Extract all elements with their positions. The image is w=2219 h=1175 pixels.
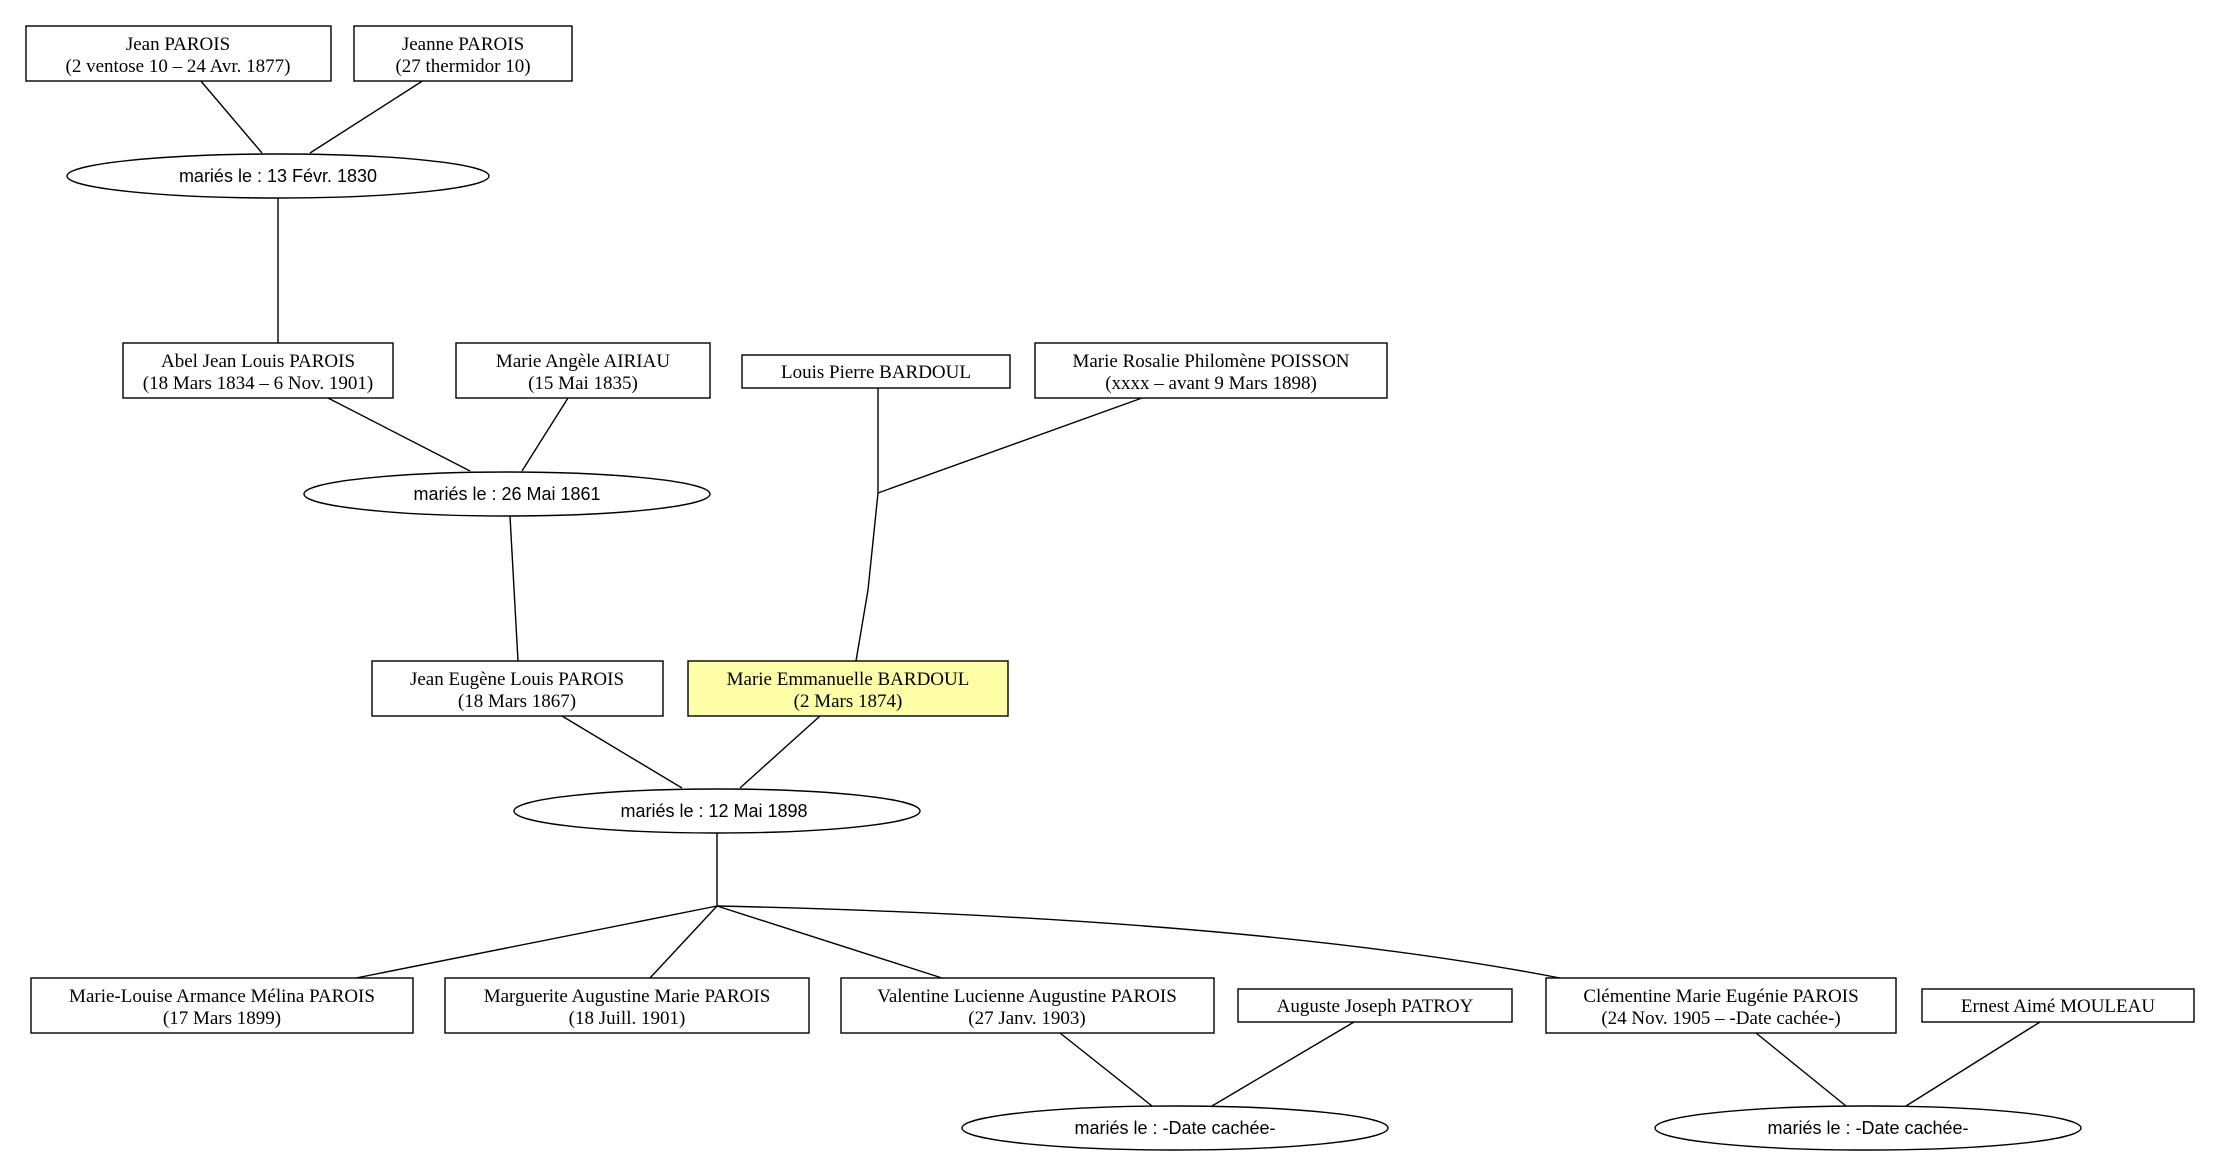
union-1861[interactable]: mariés le : 26 Mai 1861 bbox=[303, 471, 711, 517]
union-label: mariés le : -Date cachée- bbox=[1074, 1118, 1275, 1138]
person-box bbox=[122, 342, 394, 399]
person-dates: (24 Nov. 1905 – -Date cachée-) bbox=[1601, 1008, 1840, 1029]
person-name: Ernest Aimé MOULEAU bbox=[1961, 996, 2155, 1017]
person-jeanne-parois[interactable]: Jeanne PAROIS (27 thermidor 10) bbox=[353, 25, 573, 82]
edge-junction-to-valentine-parois bbox=[716, 905, 943, 979]
person-box bbox=[1545, 977, 1897, 1034]
person-name: Jeanne PAROIS bbox=[402, 34, 524, 55]
person-dates: (2 Mars 1874) bbox=[794, 691, 903, 712]
person-name: Marie-Louise Armance Mélina PAROIS bbox=[69, 986, 375, 1007]
person-dates: (18 Juill. 1901) bbox=[569, 1008, 686, 1029]
person-box bbox=[1921, 988, 2195, 1023]
person-marguerite-parois[interactable]: Marguerite Augustine Marie PAROIS (18 Ju… bbox=[444, 977, 810, 1034]
person-jean-parois[interactable]: Jean PAROIS (2 ventose 10 – 24 Avr. 1877… bbox=[25, 25, 332, 82]
edge-clementine-parois-to-union bbox=[1755, 1032, 1847, 1107]
person-dates: (18 Mars 1834 – 6 Nov. 1901) bbox=[143, 373, 373, 394]
edge-jean-eugene-parois-to-union-1898 bbox=[561, 715, 683, 789]
person-dates: (27 Janv. 1903) bbox=[968, 1008, 1086, 1029]
person-name: Marie Emmanuelle BARDOUL bbox=[727, 669, 970, 690]
person-auguste-patroy[interactable]: Auguste Joseph PATROY bbox=[1237, 988, 1513, 1023]
person-box bbox=[1034, 342, 1388, 399]
person-box bbox=[455, 342, 711, 399]
edge-union-1861-to-jean-eugene-parois bbox=[509, 515, 519, 662]
person-name: Abel Jean Louis PAROIS bbox=[161, 351, 355, 372]
person-abel-parois[interactable]: Abel Jean Louis PAROIS (18 Mars 1834 – 6… bbox=[122, 342, 394, 399]
union-label: mariés le : 12 Mai 1898 bbox=[620, 801, 807, 821]
union-valentine-auguste[interactable]: mariés le : -Date cachée- bbox=[961, 1105, 1389, 1151]
edge-auguste-patroy-to-union bbox=[1211, 1021, 1355, 1107]
edge-marie-emmanuelle-bardoul-to-union-1898 bbox=[739, 715, 821, 789]
union-clementine-ernest[interactable]: mariés le : -Date cachée- bbox=[1654, 1105, 2082, 1151]
person-box bbox=[1237, 988, 1513, 1023]
edge-junction-to-marguerite-parois bbox=[649, 905, 718, 979]
edge-marie-angele-airiau-to-union-1861 bbox=[521, 397, 569, 472]
tree-edges bbox=[199, 79, 2041, 1107]
person-name: Jean Eugène Louis PAROIS bbox=[410, 669, 624, 690]
person-box bbox=[353, 25, 573, 82]
person-name: Louis Pierre BARDOUL bbox=[781, 362, 971, 383]
edge-ernest-mouleau-to-union bbox=[1905, 1021, 2041, 1107]
person-marie-angele-airiau[interactable]: Marie Angèle AIRIAU (15 Mai 1835) bbox=[455, 342, 711, 399]
person-box bbox=[25, 25, 332, 82]
person-dates: (18 Mars 1867) bbox=[458, 691, 576, 712]
person-box bbox=[840, 977, 1215, 1034]
union-1830[interactable]: mariés le : 13 Févr. 1830 bbox=[66, 153, 490, 199]
union-label: mariés le : 26 Mai 1861 bbox=[413, 484, 600, 504]
person-clementine-parois[interactable]: Clémentine Marie Eugénie PAROIS (24 Nov.… bbox=[1545, 977, 1897, 1034]
person-name: Jean PAROIS bbox=[126, 34, 230, 55]
person-box bbox=[30, 977, 414, 1034]
union-ellipse bbox=[303, 471, 711, 517]
union-ellipse bbox=[513, 788, 921, 834]
person-name: Marie Rosalie Philomène POISSON bbox=[1072, 351, 1349, 372]
union-ellipse bbox=[1654, 1105, 2082, 1151]
person-dates: (27 thermidor 10) bbox=[395, 56, 530, 77]
edge-junction-to-marie-emmanuelle-bardoul bbox=[855, 492, 879, 662]
person-name: Marguerite Augustine Marie PAROIS bbox=[484, 986, 771, 1007]
union-label: mariés le : -Date cachée- bbox=[1767, 1118, 1968, 1138]
person-dates: (15 Mai 1835) bbox=[528, 373, 638, 394]
edge-jean-parois-to-union-1830 bbox=[199, 79, 263, 154]
person-box bbox=[371, 660, 664, 717]
person-louis-pierre-bardoul[interactable]: Louis Pierre BARDOUL bbox=[741, 354, 1011, 389]
person-name: Auguste Joseph PATROY bbox=[1277, 996, 1474, 1017]
person-name: Marie Angèle AIRIAU bbox=[496, 351, 670, 372]
person-marie-rosalie-poisson[interactable]: Marie Rosalie Philomène POISSON (xxxx – … bbox=[1034, 342, 1388, 399]
edge-jeanne-parois-to-union-1830 bbox=[309, 79, 425, 154]
union-1898[interactable]: mariés le : 12 Mai 1898 bbox=[513, 788, 921, 834]
edge-abel-parois-to-union-1861 bbox=[327, 397, 471, 472]
edge-junction-to-clementine-parois bbox=[716, 905, 1561, 979]
person-ernest-mouleau[interactable]: Ernest Aimé MOULEAU bbox=[1921, 988, 2195, 1023]
person-dates: (2 ventose 10 – 24 Avr. 1877) bbox=[66, 56, 291, 77]
person-marie-emmanuelle-bardoul[interactable]: Marie Emmanuelle BARDOUL (2 Mars 1874) bbox=[687, 660, 1009, 717]
person-name: Clémentine Marie Eugénie PAROIS bbox=[1583, 986, 1858, 1007]
edge-junction-to-marie-louise-parois bbox=[355, 905, 718, 979]
person-box-highlighted bbox=[687, 660, 1009, 717]
person-jean-eugene-parois[interactable]: Jean Eugène Louis PAROIS (18 Mars 1867) bbox=[371, 660, 664, 717]
union-ellipse bbox=[961, 1105, 1389, 1151]
edge-marie-rosalie-poisson-to-junction bbox=[877, 397, 1143, 494]
union-label: mariés le : 13 Févr. 1830 bbox=[179, 166, 377, 186]
person-name: Valentine Lucienne Augustine PAROIS bbox=[877, 986, 1177, 1007]
person-dates: (17 Mars 1899) bbox=[163, 1008, 281, 1029]
person-marie-louise-parois[interactable]: Marie-Louise Armance Mélina PAROIS (17 M… bbox=[30, 977, 414, 1034]
union-ellipse bbox=[66, 153, 490, 199]
edge-valentine-parois-to-union bbox=[1059, 1032, 1153, 1107]
person-box bbox=[444, 977, 810, 1034]
person-box bbox=[741, 354, 1011, 389]
person-dates: (xxxx – avant 9 Mars 1898) bbox=[1105, 373, 1317, 394]
person-valentine-parois[interactable]: Valentine Lucienne Augustine PAROIS (27 … bbox=[840, 977, 1215, 1034]
